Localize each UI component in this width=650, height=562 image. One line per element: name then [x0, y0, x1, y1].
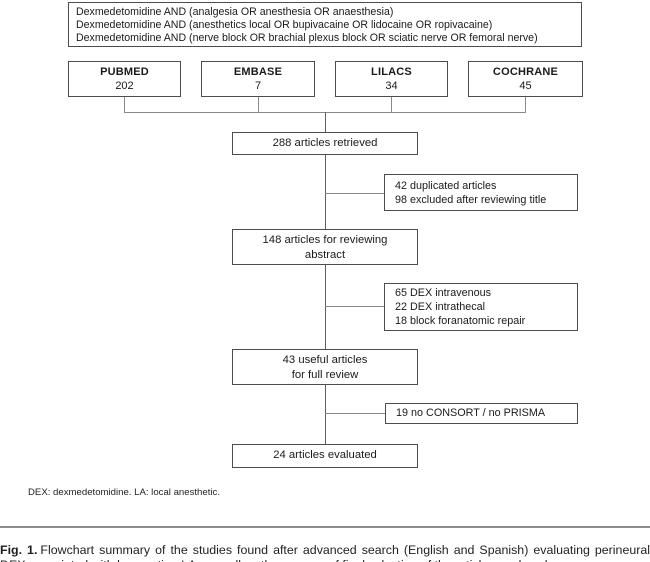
connector-line	[391, 97, 392, 113]
exclusion-line: 65 DEX intravenous	[395, 287, 492, 299]
exclusion-line: 98 excluded after reviewing title	[395, 194, 547, 207]
database-name: PUBMED	[100, 66, 149, 78]
exclusion-box-consort-prisma: 19 no CONSORT / no PRISMA	[385, 403, 578, 424]
database-name: EMBASE	[233, 66, 283, 78]
abbreviations-footnote: DEX: dexmedetomidine. LA: local anesthet…	[28, 487, 220, 498]
search-strategy-line: Dexmedetomidine AND (anesthetics local O…	[76, 19, 493, 32]
flow-stem-line	[325, 265, 326, 349]
exclusion-box-abstract-review: 65 DEX intravenous 22 DEX intrathecal 18…	[384, 283, 578, 331]
connector-line	[258, 97, 259, 113]
articles-evaluated-box: 24 articles evaluated	[232, 444, 418, 468]
figure-caption: Fig. 1.Flowchart summary of the studies …	[0, 543, 650, 562]
full-review-line: for full review	[291, 368, 359, 381]
abstract-review-line: abstract	[304, 248, 346, 261]
connector-line	[124, 97, 125, 113]
figure-caption-label: Fig. 1.	[0, 543, 38, 558]
flow-stem-line	[325, 112, 326, 132]
search-strategy-line: Dexmedetomidine AND (analgesia OR anesth…	[76, 6, 394, 18]
exclusion-branch-line	[325, 193, 384, 194]
exclusion-line: 22 DEX intrathecal	[395, 300, 486, 313]
exclusion-line: 19 no CONSORT / no PRISMA	[396, 407, 546, 419]
exclusion-branch-line	[325, 413, 385, 414]
search-strategy-line: Dexmedetomidine AND (nerve block OR brac…	[76, 32, 538, 45]
database-box-embase: EMBASE 7	[201, 61, 315, 97]
exclusion-branch-line	[325, 306, 384, 307]
database-count: 7	[254, 80, 262, 92]
exclusion-line: 42 duplicated articles	[395, 180, 497, 192]
search-strategy-box: Dexmedetomidine AND (analgesia OR anesth…	[68, 2, 582, 47]
full-review-box: 43 useful articles for full review	[232, 349, 418, 385]
exclusion-line: 18 block foranatomic repair	[395, 314, 526, 327]
flow-stem-line	[325, 155, 326, 229]
abstract-review-box: 148 articles for reviewing abstract	[232, 229, 418, 265]
figure-caption-text: Flowchart summary of the studies found a…	[0, 543, 650, 562]
database-count: 34	[385, 80, 398, 92]
flow-stem-line	[325, 385, 326, 444]
caption-divider	[0, 526, 650, 528]
database-count: 45	[519, 80, 532, 92]
exclusion-box-title-review: 42 duplicated articles 98 excluded after…	[384, 174, 578, 211]
database-name: COCHRANE	[492, 66, 559, 78]
database-name: LILACS	[371, 66, 412, 78]
connector-line	[525, 97, 526, 113]
database-box-cochrane: COCHRANE 45	[468, 61, 583, 97]
database-box-pubmed: PUBMED 202	[68, 61, 181, 97]
full-review-line: 43 useful articles	[282, 354, 368, 366]
database-box-lilacs: LILACS 34	[335, 61, 448, 97]
abstract-review-line: 148 articles for reviewing	[262, 234, 388, 246]
database-count: 202	[115, 80, 134, 92]
articles-retrieved-box: 288 articles retrieved	[232, 132, 418, 155]
